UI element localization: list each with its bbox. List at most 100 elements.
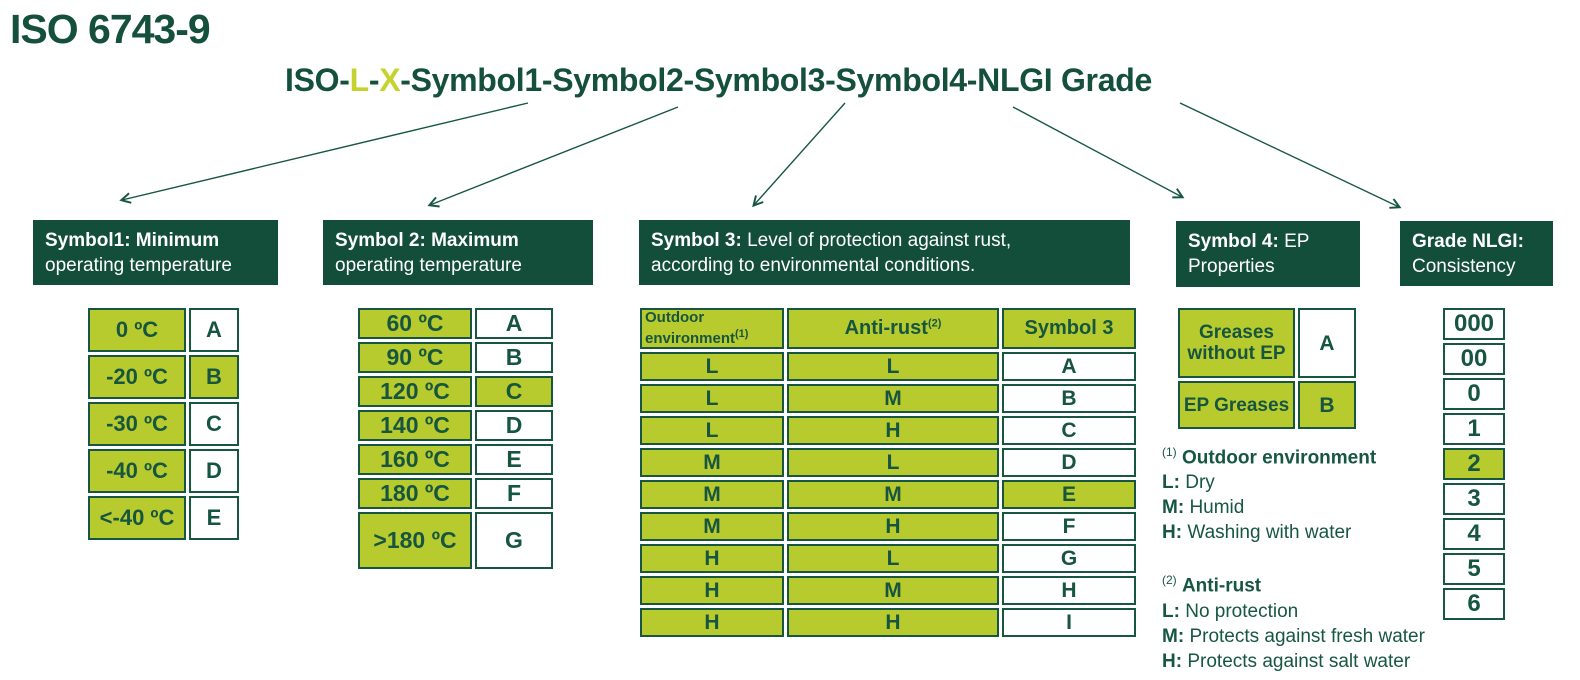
symbol-cell: A [189, 308, 239, 352]
temp-cell: -20 ºC [88, 355, 186, 399]
footnote-heading: (1) Outdoor environment [1162, 440, 1492, 470]
symbol-cell: C [1002, 416, 1136, 445]
grade-cell: 000 [1443, 308, 1505, 340]
grade-cell: 1 [1443, 413, 1505, 445]
arrow-symbol3 [752, 102, 846, 208]
symbol1-header-line2: operating temperature [45, 255, 232, 276]
outdoor-cell: M [640, 480, 784, 509]
table-row: M M E [640, 480, 1136, 509]
symbol-cell: A [1298, 308, 1356, 378]
antirust-cell: L [787, 448, 999, 477]
antirust-header-text: Anti-rust [844, 317, 928, 339]
grade-cell: 6 [1443, 588, 1505, 620]
outdoor-environment-header-cell: Outdoor environment(1) [640, 308, 784, 349]
footnote-item: H: Washing with water [1162, 520, 1492, 545]
antirust-cell: H [787, 416, 999, 445]
antirust-cell: H [787, 608, 999, 637]
antirust-cell: M [787, 576, 999, 605]
footnote-anti-rust: (2) Anti-rust L: No protection M: Protec… [1162, 568, 1492, 673]
table-row: 1 [1443, 413, 1505, 445]
formula-dash: - [368, 62, 380, 98]
symbol3-header-line2: according to environmental conditions. [651, 255, 976, 276]
symbol1-table: 0 ºC A -20 ºC B -30 ºC C -40 ºC D <-40 º… [85, 305, 242, 543]
footnote-title: Outdoor environment [1181, 447, 1377, 469]
symbol-cell: C [189, 402, 239, 446]
symbol4-header-reg: EP [1278, 231, 1310, 252]
temp-cell: 90 ºC [358, 342, 472, 373]
footnote-item: H: Protects against salt water [1162, 649, 1492, 674]
table-row: 6 [1443, 588, 1505, 620]
table-header-row: Outdoor environment(1) Anti-rust(2) Symb… [640, 308, 1136, 349]
footnote-item-text: Humid [1189, 497, 1245, 519]
footnote-heading: (2) Anti-rust [1162, 568, 1492, 598]
table-row: -20 ºC B [88, 355, 239, 399]
table-row: M H F [640, 512, 1136, 541]
outdoor-cell: H [640, 544, 784, 573]
symbol-cell: F [1002, 512, 1136, 541]
table-row: L M B [640, 384, 1136, 413]
table-row: H L G [640, 544, 1136, 573]
nlgi-header-bold: Grade NLGI: [1412, 231, 1524, 252]
temp-cell: 60 ºC [358, 308, 472, 339]
footnote-item: M: Protects against fresh water [1162, 624, 1492, 649]
temp-cell: -30 ºC [88, 402, 186, 446]
temp-cell: >180 ºC [358, 512, 472, 569]
table-row: 2 [1443, 448, 1505, 480]
grease-type-cell: EP Greases [1178, 381, 1295, 429]
footnote-item-label: M: [1162, 625, 1185, 647]
symbol3-header-reg: Level of protection against rust, [741, 230, 1012, 251]
table-row: 60 ºC A [358, 308, 553, 339]
footnote-item-text: Protects against salt water [1187, 650, 1411, 672]
symbol4-header: Symbol 4: EP Properties [1176, 221, 1360, 287]
symbol-cell: E [189, 496, 239, 540]
footnote-item-label: L: [1162, 472, 1180, 494]
temp-cell: 120 ºC [358, 376, 472, 407]
symbol-cell: G [1002, 544, 1136, 573]
symbol-cell: D [189, 449, 239, 493]
formula-l: L [349, 62, 370, 98]
symbol-cell: C [475, 376, 553, 407]
grease-type-cell: Greases without EP [1178, 308, 1295, 378]
footnote-item-text: Washing with water [1187, 522, 1352, 544]
arrow-symbol4 [1012, 106, 1185, 199]
symbol-cell: B [475, 342, 553, 373]
footnote-item: L: No protection [1162, 599, 1492, 624]
antirust-cell: M [787, 480, 999, 509]
table-row: H M H [640, 576, 1136, 605]
table-row: 120 ºC C [358, 376, 553, 407]
formula-x: X [379, 62, 401, 98]
table-row: L L A [640, 352, 1136, 381]
temp-cell: 180 ºC [358, 478, 472, 509]
formula-prefix: ISO- [285, 62, 350, 98]
symbol-cell: D [1002, 448, 1136, 477]
grade-cell: 5 [1443, 553, 1505, 585]
outdoor-cell: L [640, 352, 784, 381]
symbol-cell: E [1002, 480, 1136, 509]
table-row: -40 ºC D [88, 449, 239, 493]
footnote-item-label: H: [1162, 650, 1183, 672]
arrow-symbol1 [119, 102, 529, 204]
table-row: 160 ºC E [358, 444, 553, 475]
table-row: M L D [640, 448, 1136, 477]
footnotes: (1) Outdoor environment L: Dry M: Humid … [1162, 440, 1492, 674]
table-row: 140 ºC D [358, 410, 553, 441]
footnote-item-text: Dry [1185, 472, 1215, 494]
footnote-sup: (2) [1162, 573, 1177, 588]
symbol-cell: I [1002, 608, 1136, 637]
outdoor-cell: H [640, 576, 784, 605]
table-row: >180 ºC G [358, 512, 553, 569]
nlgi-table: 000 00 0 1 2 3 4 5 6 [1440, 305, 1508, 623]
table-row: 4 [1443, 518, 1505, 550]
outdoor-cell: L [640, 384, 784, 413]
outdoor-cell: M [640, 512, 784, 541]
footnote-item: L: Dry [1162, 470, 1492, 495]
arrow-symbol2 [427, 106, 679, 208]
symbol-cell: G [475, 512, 553, 569]
symbol-cell: E [475, 444, 553, 475]
table-row: L H C [640, 416, 1136, 445]
temp-cell: -40 ºC [88, 449, 186, 493]
outdoor-cell: L [640, 416, 784, 445]
symbol2-table: 60 ºC A 90 ºC B 120 ºC C 140 ºC D 160 ºC… [355, 305, 556, 572]
footnote-item-label: L: [1162, 600, 1180, 622]
